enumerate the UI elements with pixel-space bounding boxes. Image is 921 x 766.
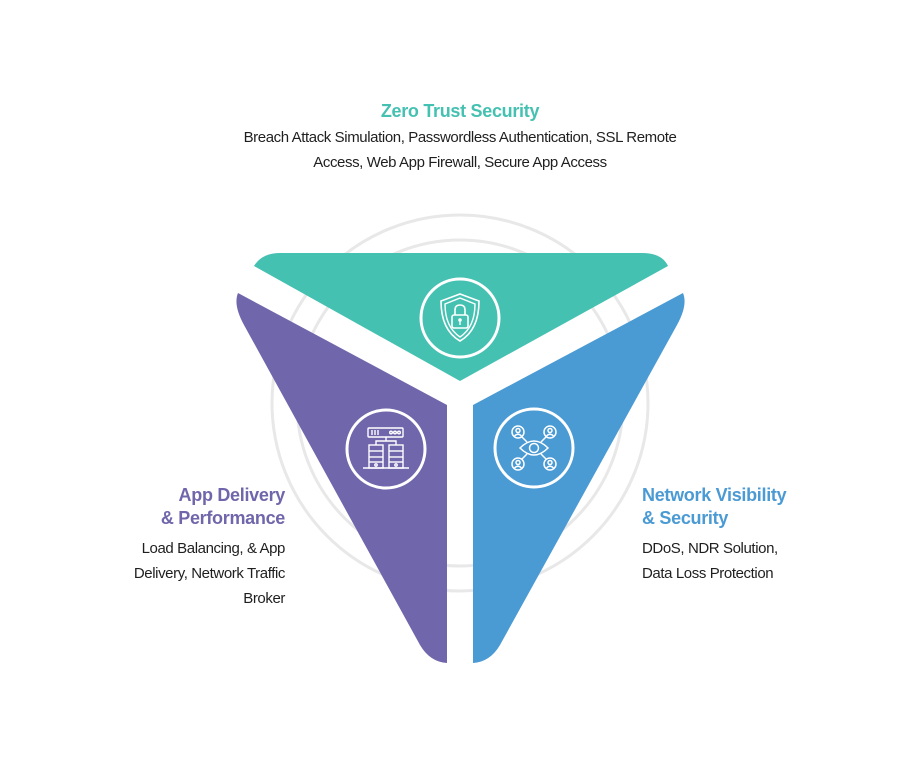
app-delivery-title-line1: App Delivery <box>178 485 286 505</box>
network-visibility-title-line1: Network Visibility <box>642 485 787 505</box>
network-visibility-title: Network Visibility & Security <box>642 484 862 530</box>
app-delivery-title: App Delivery & Performance <box>90 484 285 530</box>
network-visibility-block: Network Visibility & Security DDoS, NDR … <box>642 484 862 586</box>
zero-trust-description: Breach Attack Simulation, Passwordless A… <box>243 129 677 171</box>
app-delivery-title-line2: & Performance <box>160 508 285 528</box>
network-visibility-title-line2: & Security <box>642 508 729 528</box>
app-delivery-segment[interactable] <box>236 293 447 663</box>
outer-ring <box>270 213 650 593</box>
shield-lock-icon <box>419 277 501 359</box>
zero-trust-title: Zero Trust Security <box>380 101 540 121</box>
app-delivery-description: Load Balancing, & App Delivery, Network … <box>133 540 286 607</box>
network-visibility-segment[interactable] <box>473 293 685 663</box>
network-visibility-description: DDoS, NDR Solution, Data Loss Protection <box>642 540 778 582</box>
server-network-icon <box>345 408 427 490</box>
eye-network-icon <box>493 407 575 489</box>
zero-trust-block: Zero Trust Security Breach Attack Simula… <box>230 100 690 175</box>
app-delivery-block: App Delivery & Performance Load Balancin… <box>90 484 286 611</box>
zero-trust-segment[interactable] <box>254 253 668 381</box>
